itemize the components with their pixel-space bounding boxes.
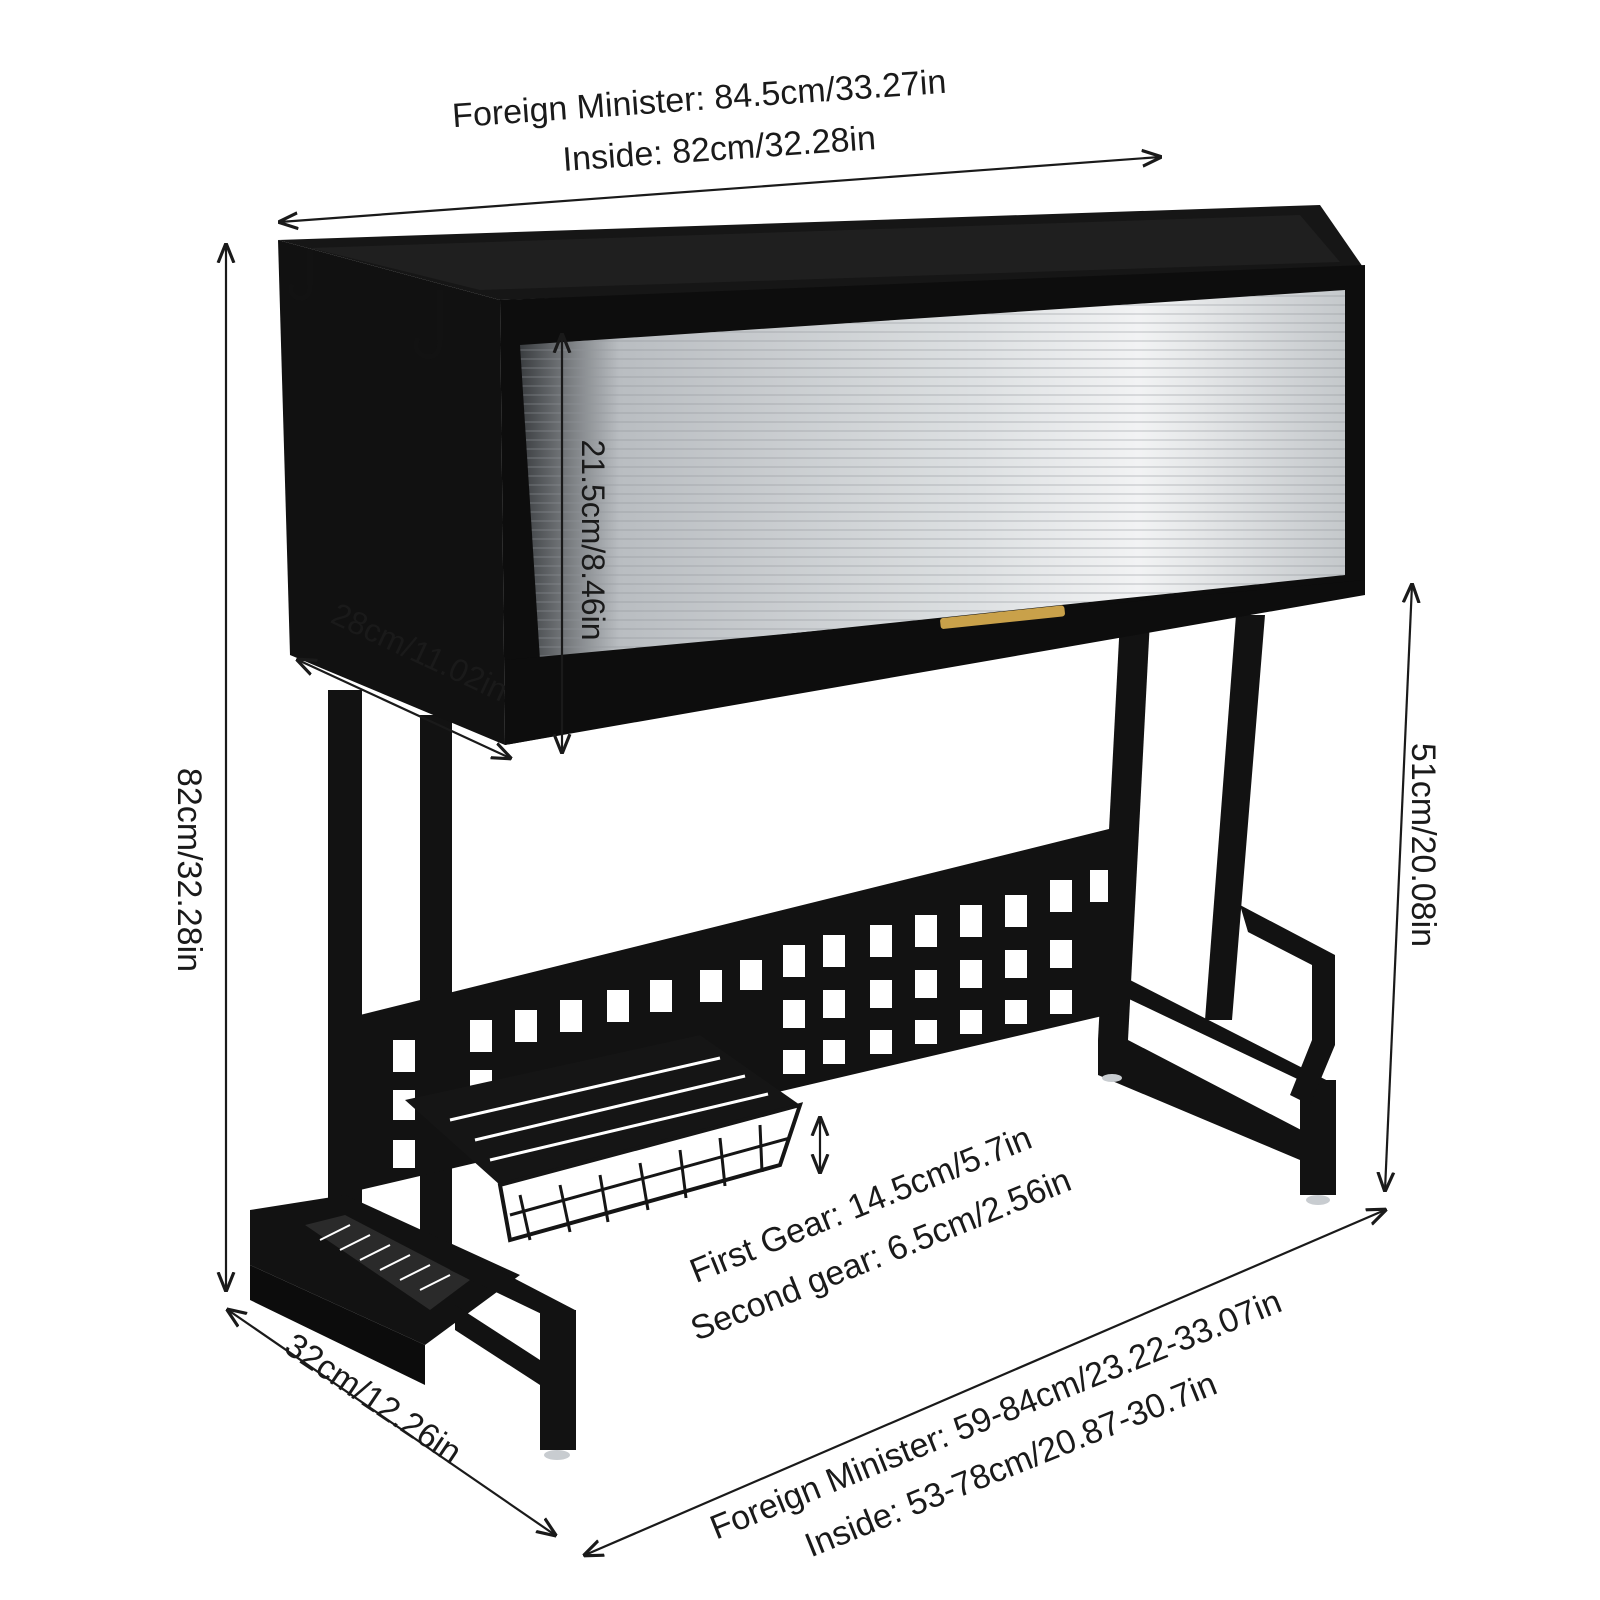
cabinet-depth-arrow: [298, 660, 510, 758]
base-depth-arrow: [228, 1310, 555, 1535]
dimension-arrows: [226, 157, 1412, 1555]
bottom-width-arrow: [585, 1210, 1385, 1555]
board-holder: [1240, 905, 1335, 1105]
hook-icon: [288, 250, 443, 360]
cabinet: [278, 205, 1365, 745]
right-base-frame: [1098, 980, 1336, 1205]
leg-height-label: 51cm/20.08in: [1404, 743, 1442, 947]
bottom-width-outer-label: Foreign Minister: 59-84cm/23.22-33.07in: [705, 1282, 1287, 1547]
wire-basket: [405, 1035, 804, 1243]
leg-height-arrow: [1385, 585, 1412, 1190]
top-width-arrow: [280, 157, 1160, 222]
top-width-inner-label: Inside: 82cm/32.28in: [561, 119, 877, 179]
front-left-leg-outer: [328, 690, 362, 1230]
rear-right-leg: [1205, 615, 1265, 1020]
cabinet-side: [278, 240, 505, 745]
total-height-label: 82cm/32.28in: [170, 768, 208, 972]
dish-rack-illustration: [250, 205, 1365, 1460]
cabinet-handle: [940, 605, 1065, 629]
cabinet-height-label: 21.5cm/8.46in: [575, 439, 611, 640]
